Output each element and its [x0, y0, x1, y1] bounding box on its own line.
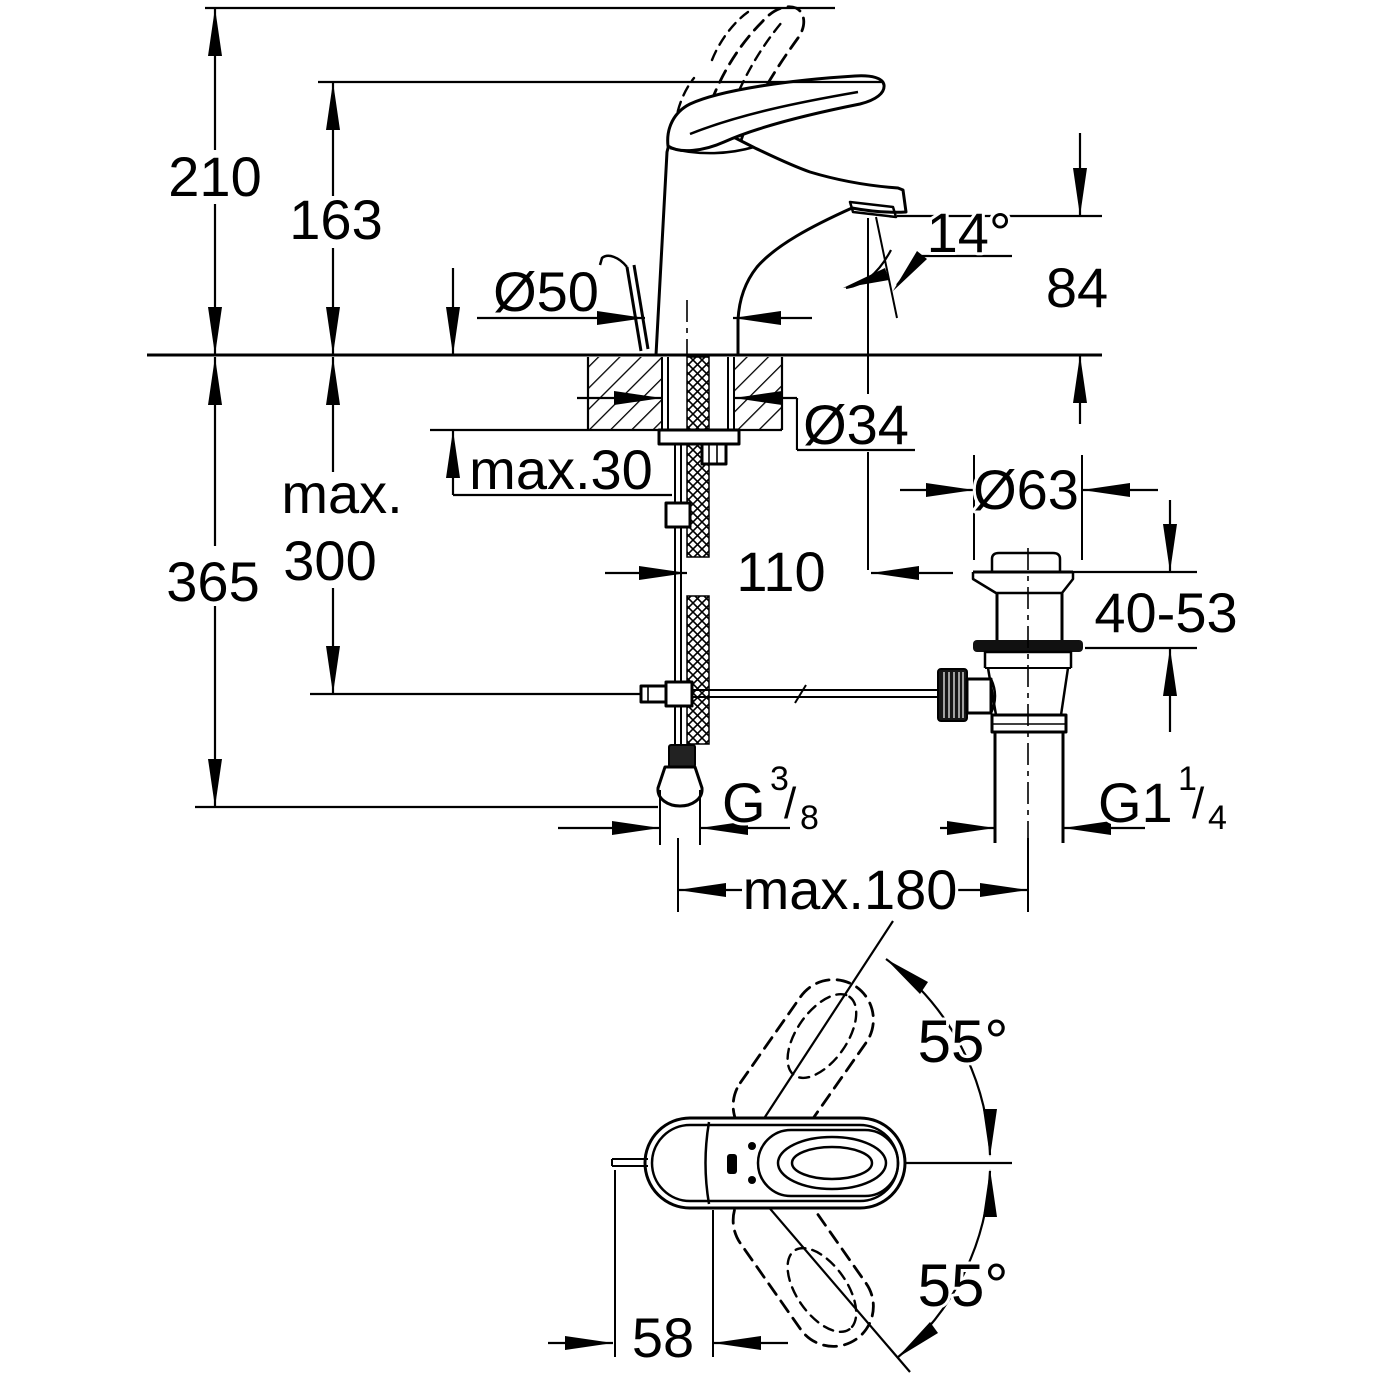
- rod-break-mark: [794, 684, 807, 704]
- dim-label-g114-base: G1: [1098, 771, 1173, 834]
- dim-spout-reach: 110: [605, 537, 953, 606]
- dim-label-365: 365: [166, 550, 259, 613]
- dim-label-84: 84: [1046, 256, 1108, 319]
- pull-rod-knob: [598, 254, 650, 352]
- waste-push-cap: [990, 551, 1062, 572]
- linkage-nipple: [639, 684, 668, 704]
- spout-face-plate: [756, 1128, 900, 1198]
- dim-label-g114-den: 4: [1208, 799, 1227, 837]
- pop-up-rod: [692, 684, 939, 704]
- hose-fitting-bell: [656, 765, 704, 808]
- swing-geometry: 55° 55°: [747, 920, 1012, 1373]
- dim-label-g114-slash: /: [1192, 779, 1205, 828]
- dim-overall-height: 210: [165, 8, 265, 355]
- dim-spout-height: 84: [897, 133, 1111, 424]
- faucet-body: [598, 74, 908, 570]
- dim-spout-angle: 14°: [843, 198, 1014, 291]
- dim-supply-thread: G 3 / 8: [558, 757, 822, 845]
- dim-label-210: 210: [168, 145, 261, 208]
- shank-locknut: [657, 428, 741, 446]
- top-view: 55° 55° 58: [548, 920, 1012, 1373]
- dim-max-rod-depth: max. 300: [278, 357, 406, 694]
- dim-label-g38-slash: /: [784, 779, 797, 828]
- dim-label-58: 58: [632, 1306, 694, 1369]
- dim-label-163: 163: [289, 188, 382, 251]
- waste-assembly: [937, 548, 1083, 843]
- dim-label-4053: 40-53: [1094, 581, 1237, 644]
- top-view-body: [611, 1116, 907, 1210]
- handle-body-seam: [704, 1121, 711, 1205]
- dim-hose-length: 365: [162, 357, 264, 807]
- dim-label-g38-num: 3: [770, 760, 789, 798]
- dim-label-d50: Ø50: [493, 260, 599, 323]
- knob-stem: [965, 677, 993, 715]
- knurl-ridges: [943, 672, 964, 718]
- dim-label-g38-den: 8: [800, 799, 819, 837]
- rod-coupler: [664, 501, 692, 529]
- handle-seam: [669, 145, 755, 155]
- waste-body-top: [983, 650, 1073, 668]
- dim-waste-thread: G1 1 / 4: [940, 757, 1230, 840]
- spout-outlet-oval: [790, 1145, 874, 1181]
- hose-fitting-nut: [668, 744, 696, 768]
- pivot-mark: [727, 1154, 737, 1174]
- dim-label-max30: max.30: [469, 438, 653, 501]
- dim-label-14deg: 14°: [927, 201, 1012, 264]
- stream-angle-line: [875, 216, 898, 319]
- dim-label-300: 300: [283, 529, 376, 592]
- hose-socket-stub: [700, 442, 728, 466]
- supply-hose-lower: [686, 595, 710, 745]
- waste-head-flange: [971, 572, 1075, 595]
- dim-label-d63: Ø63: [973, 458, 1079, 521]
- dim-label-g38-base: G: [722, 771, 766, 834]
- dim-shank-diameter: Ø34: [577, 390, 915, 459]
- faucet-lever-handle: [666, 74, 886, 153]
- mounting-shank: [639, 356, 741, 808]
- side-view: 210 163 365: [147, 5, 1241, 924]
- dim-label-max180: max.180: [743, 858, 958, 921]
- dim-max-waste-distance: max.180: [677, 838, 1029, 924]
- counter-section: [147, 353, 1102, 432]
- dim-max-deck-thickness: max.30: [446, 268, 672, 504]
- dim-label-max: max.: [281, 462, 402, 525]
- aerator: [848, 200, 898, 219]
- dim-label-55-lower: 55°: [918, 1252, 1009, 1319]
- dim-rod-to-center: 58: [548, 1170, 788, 1372]
- dim-label-110: 110: [736, 540, 825, 603]
- dim-label-g114-num: 1: [1178, 760, 1197, 798]
- dim-waste-diameter: Ø63: [900, 455, 1158, 560]
- dim-basin-clamp-range: 40-53: [1073, 500, 1241, 732]
- dimensions-side: 210 163 365: [162, 6, 1241, 924]
- rod-linkage-block: [664, 680, 694, 708]
- dim-body-height: 163: [284, 82, 386, 355]
- dim-base-diameter: Ø50: [477, 257, 812, 326]
- dim-label-d34: Ø34: [803, 393, 909, 456]
- dim-label-55-upper: 55°: [918, 1008, 1009, 1075]
